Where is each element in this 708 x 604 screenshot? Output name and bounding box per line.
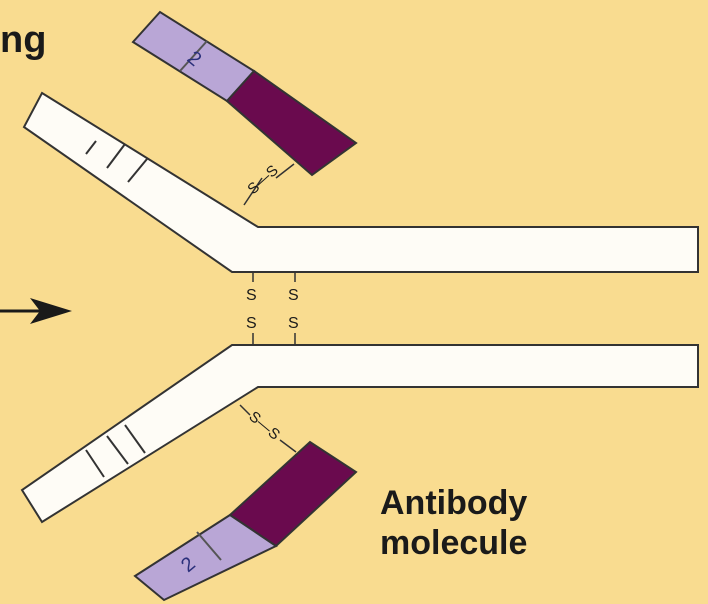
hinge-right-s-top: S (288, 287, 299, 304)
hinge-left-s-bottom: S (246, 315, 257, 332)
antibody-label-line2: molecule (380, 524, 527, 562)
antibody-label-line1: Antibody (380, 484, 527, 522)
hinge-left-s-top: S (246, 287, 257, 304)
hinge-right-s-bottom: S (288, 315, 299, 332)
partial-label: ng (0, 19, 46, 61)
